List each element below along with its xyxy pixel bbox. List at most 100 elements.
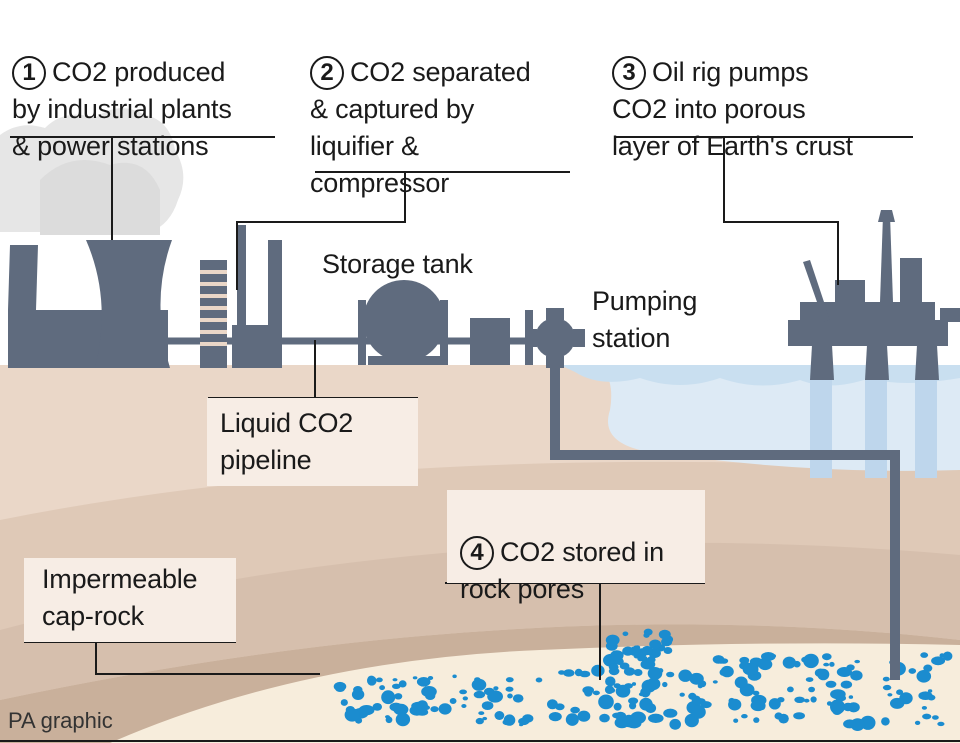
pipeline-label: Liquid CO2 pipeline <box>220 408 354 475</box>
pumping-station-label: Pumping station <box>592 286 698 353</box>
co2-bubble <box>459 689 467 695</box>
co2-bubble <box>640 687 651 698</box>
co2-bubble <box>823 662 830 667</box>
co2-bubble <box>379 685 385 691</box>
co2-bubble <box>381 690 396 705</box>
co2-bubble <box>803 653 819 669</box>
co2-bubble <box>430 706 439 713</box>
co2-bubble <box>592 690 600 696</box>
co2-bubble <box>512 694 524 703</box>
co2-bubble <box>661 637 673 647</box>
co2-bubble <box>678 669 693 682</box>
co2-bubble <box>803 698 810 703</box>
co2-bubble <box>920 652 929 658</box>
co2-bubble <box>610 650 624 661</box>
co2-bubble <box>646 656 656 664</box>
co2-bubble <box>822 653 832 661</box>
co2-bubble <box>563 669 575 677</box>
co2-bubble <box>916 670 932 683</box>
co2-bubble <box>547 699 558 710</box>
co2-bubble <box>631 682 637 686</box>
co2-bubble <box>881 717 890 726</box>
co2-bubble <box>742 663 759 676</box>
co2-bubble <box>691 695 701 705</box>
step-1-number: 1 <box>12 56 46 90</box>
co2-bubble <box>741 714 748 719</box>
pumping-station <box>525 308 585 368</box>
co2-bubble <box>605 676 616 687</box>
co2-bubble <box>395 712 411 727</box>
co2-bubble <box>649 654 654 658</box>
co2-bubble <box>753 717 760 723</box>
co2-bubble <box>535 677 543 683</box>
co2-bubble <box>471 678 487 691</box>
step-1-text: CO2 produced by industrial plants & powe… <box>12 57 232 161</box>
co2-bubble <box>394 693 403 700</box>
co2-bubble <box>932 715 939 720</box>
co2-bubble <box>793 712 805 720</box>
co2-bubble <box>794 696 805 703</box>
co2-bubble <box>598 694 614 710</box>
co2-bubble <box>622 631 629 637</box>
co2-bubble <box>461 704 467 708</box>
co2-bubble <box>712 680 718 684</box>
co2-bubble <box>605 634 620 646</box>
co2-bubble <box>630 711 646 724</box>
co2-bubble <box>918 691 933 700</box>
co2-bubble <box>518 717 530 726</box>
co2-bubble <box>752 690 760 696</box>
step-3-number: 3 <box>612 56 646 90</box>
co2-bubble <box>628 697 639 705</box>
co2-bubble <box>805 677 814 682</box>
pipeline <box>550 340 900 680</box>
co2-bubble <box>624 683 633 689</box>
co2-bubble <box>663 708 678 718</box>
co2-bubble <box>416 677 431 687</box>
co2-bubble <box>887 693 893 697</box>
co2-bubble <box>649 639 662 650</box>
co2-bubble <box>810 696 817 703</box>
co2-bubble <box>782 656 796 669</box>
co2-bubble <box>344 708 360 722</box>
step-4-number: 4 <box>460 536 494 570</box>
co2-bubble <box>584 688 593 697</box>
co2-bubble <box>882 676 890 682</box>
co2-bubble <box>385 715 390 719</box>
co2-bubbles <box>333 628 953 731</box>
co2-bubble <box>647 667 663 680</box>
oil-rig <box>788 210 960 380</box>
step-2-text: CO2 separated & captured by liquifier & … <box>310 57 531 198</box>
co2-bubble <box>608 663 619 671</box>
co2-bubble <box>452 674 457 679</box>
co2-bubble <box>847 702 860 713</box>
co2-bubble <box>333 681 347 692</box>
smoke-cloud <box>0 108 184 235</box>
cap-rock-label: Impermeable cap-rock <box>42 564 198 631</box>
co2-bubble <box>482 716 488 721</box>
credit-text: PA graphic <box>8 708 113 733</box>
co2-bubble <box>505 686 514 692</box>
co2-bubble <box>778 713 789 724</box>
co2-bubble <box>565 713 579 726</box>
co2-bubble <box>927 689 933 693</box>
co2-bubble <box>666 671 675 678</box>
pipeline-label-box <box>207 398 418 486</box>
co2-bubble <box>633 669 643 676</box>
co2-bubble <box>908 668 917 674</box>
co2-bubble <box>750 700 766 712</box>
co2-bubble <box>854 659 860 664</box>
co2-bubble <box>449 698 457 704</box>
co2-bubble <box>830 689 846 700</box>
co2-bubble <box>416 708 429 716</box>
storage-tank-label: Storage tank <box>322 249 473 279</box>
co2-bubble <box>493 686 499 691</box>
co2-bubble <box>761 652 776 661</box>
co2-bubble <box>389 702 403 712</box>
co2-bubble <box>712 655 725 664</box>
co2-bubble <box>475 717 484 725</box>
co2-bubble <box>654 652 659 656</box>
co2-bubble <box>548 712 562 722</box>
step-4-text: CO2 stored in rock pores <box>460 537 664 604</box>
